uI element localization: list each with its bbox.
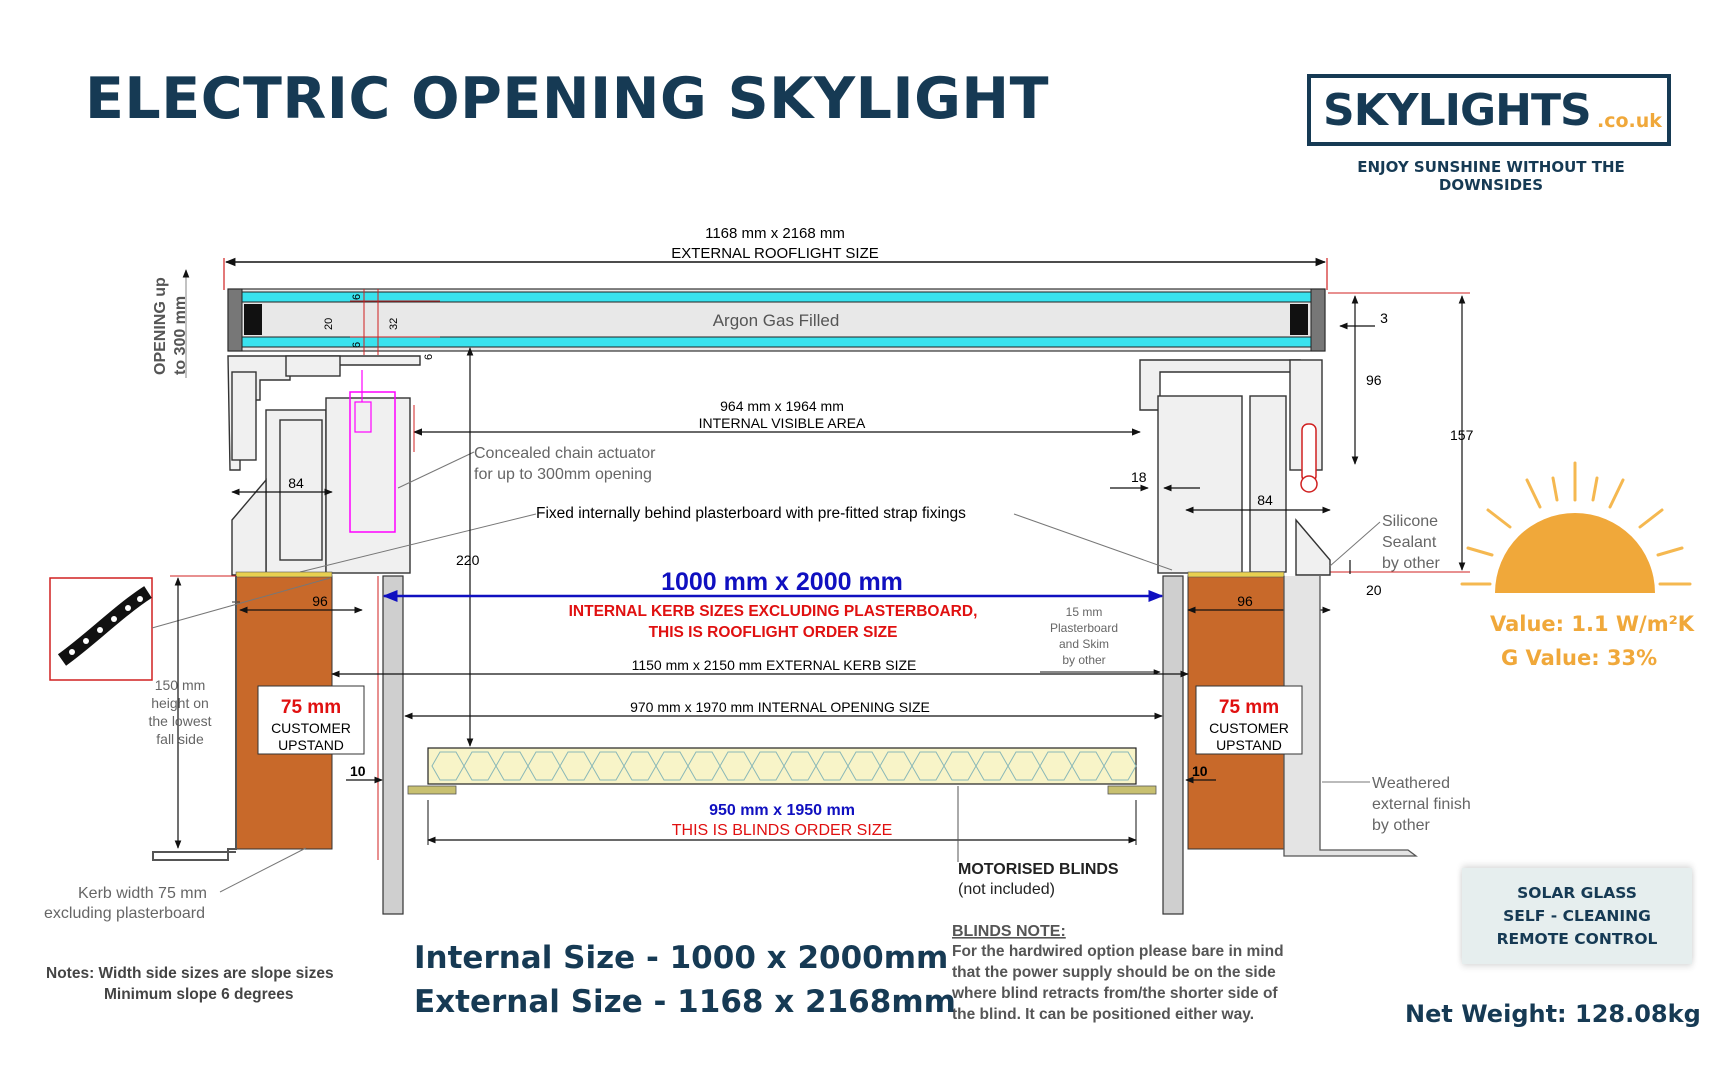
silicone-note-3: by other bbox=[1382, 555, 1440, 572]
external-rooflight-size: 1168 mm x 2168 mm bbox=[705, 225, 845, 242]
blinds-note-1: For the hardwired option please bare in … bbox=[952, 943, 1284, 960]
weathered-note-3: by other bbox=[1372, 817, 1430, 834]
notes-line-1: Notes: Width side sizes are slope sizes bbox=[46, 965, 334, 982]
blinds-order-size: THIS IS BLINDS ORDER SIZE bbox=[672, 822, 892, 839]
dim-96-kerb-right: 96 bbox=[1237, 593, 1253, 609]
dim-32: 32 bbox=[388, 318, 400, 330]
internal-visible-size: 964 mm x 1964 mm bbox=[720, 398, 844, 414]
dim-10-right: 10 bbox=[1192, 763, 1208, 779]
opening-label-1: OPENING up bbox=[152, 277, 169, 375]
height-note-1: 150 mm bbox=[155, 677, 206, 693]
internal-visible-label: INTERNAL VISIBLE AREA bbox=[699, 415, 866, 431]
dim-6-top: 6 bbox=[351, 294, 363, 300]
chain-actuator bbox=[349, 391, 396, 533]
notes-line-2: Minimum slope 6 degrees bbox=[104, 986, 294, 1003]
weathered-note-1: Weathered bbox=[1372, 775, 1450, 792]
upstand-left-label-1: CUSTOMER bbox=[271, 720, 351, 736]
kerb-width-note-1: Kerb width 75 mm bbox=[78, 885, 207, 902]
motorised-blinds-note: (not included) bbox=[958, 881, 1055, 898]
u-value: Value: 1.1 W/m²K bbox=[1490, 612, 1695, 636]
silicone-note-1: Silicone bbox=[1382, 513, 1438, 530]
actuator-note-1: Concealed chain actuator bbox=[474, 445, 656, 462]
upstand-right-label-2: UPSTAND bbox=[1216, 737, 1282, 753]
argon-gas-label: Argon Gas Filled bbox=[713, 311, 840, 330]
height-note-4: fall side bbox=[156, 731, 204, 747]
upstand-right-size: 75 mm bbox=[1219, 697, 1279, 718]
features-box: SOLAR GLASS SELF - CLEANING REMOTE CONTR… bbox=[1462, 868, 1692, 964]
blinds-note-4: the blind. It can be positioned either w… bbox=[952, 1006, 1254, 1023]
opening-label-2: to 300 mm bbox=[172, 296, 189, 375]
feature-self-cleaning: SELF - CLEANING bbox=[1503, 906, 1651, 925]
blind-cassette bbox=[427, 747, 1137, 785]
net-weight: Net Weight: 128.08kg bbox=[1405, 1000, 1701, 1028]
weathered-note-2: external finish bbox=[1372, 796, 1471, 813]
internal-size-info: Internal Size - 1000 x 2000mm bbox=[414, 940, 949, 976]
dim-10-left: 10 bbox=[350, 763, 366, 779]
motorised-blinds-label: MOTORISED BLINDS bbox=[958, 861, 1119, 878]
feature-remote-control: REMOTE CONTROL bbox=[1496, 929, 1658, 948]
glass-pane-bottom bbox=[239, 336, 1313, 348]
upstand-left-label-2: UPSTAND bbox=[278, 737, 344, 753]
plasterboard-note-4: by other bbox=[1062, 653, 1105, 667]
dim-18: 18 bbox=[1131, 469, 1147, 485]
plasterboard-note-1: 15 mm bbox=[1066, 605, 1103, 619]
dim-84-left: 84 bbox=[288, 475, 304, 491]
upstand-left-size: 75 mm bbox=[281, 697, 341, 718]
logo-wordmark: SKYLIGHTS bbox=[1323, 85, 1592, 136]
brand-logo[interactable]: SKYLIGHTS .co.uk bbox=[1307, 74, 1671, 146]
internal-opening-size: 970 mm x 1970 mm INTERNAL OPENING SIZE bbox=[630, 699, 930, 715]
plasterboard-note-2: Plasterboard bbox=[1050, 621, 1118, 635]
main-internal-size: 1000 mm x 2000 mm bbox=[661, 568, 903, 596]
fixed-note: Fixed internally behind plasterboard wit… bbox=[536, 505, 966, 522]
plasterboard-note-3: and Skim bbox=[1059, 637, 1109, 651]
page-title: ELECTRIC OPENING SKYLIGHT bbox=[85, 66, 1049, 132]
upstand-right-label-1: CUSTOMER bbox=[1209, 720, 1289, 736]
dim-84-right: 84 bbox=[1257, 492, 1273, 508]
blinds-note-title: BLINDS NOTE: bbox=[952, 923, 1066, 940]
blinds-note-3: where blind retracts from/the shorter si… bbox=[951, 985, 1278, 1002]
upstand-box-left bbox=[257, 685, 365, 755]
feature-solar-glass: SOLAR GLASS bbox=[1517, 883, 1637, 902]
kerb-note-1: INTERNAL KERB SIZES EXCLUDING PLASTERBOA… bbox=[569, 603, 978, 620]
dim-96-kerb-left: 96 bbox=[312, 593, 328, 609]
dim-220: 220 bbox=[456, 552, 480, 568]
plasterboard-right bbox=[1162, 575, 1184, 915]
dim-20-right: 20 bbox=[1366, 582, 1382, 598]
blinds-size: 950 mm x 1950 mm bbox=[709, 802, 855, 819]
height-note-2: height on bbox=[151, 695, 209, 711]
external-size-info: External Size - 1168 x 2168mm bbox=[414, 984, 956, 1020]
kerb-note-2: THIS IS ROOFLIGHT ORDER SIZE bbox=[649, 624, 898, 641]
blinds-note-2: that the power supply should be on the s… bbox=[952, 964, 1276, 981]
dim-6-mid: 6 bbox=[351, 342, 363, 348]
plasterboard-left bbox=[382, 575, 404, 915]
left-frame-profile bbox=[227, 355, 421, 576]
actuator-note-2: for up to 300mm opening bbox=[474, 466, 652, 483]
dim-6-low: 6 bbox=[423, 354, 435, 360]
external-rooflight-label: EXTERNAL ROOFLIGHT SIZE bbox=[671, 245, 879, 262]
dim-96-right: 96 bbox=[1366, 372, 1382, 388]
kerb-width-note-2: excluding plasterboard bbox=[44, 905, 205, 922]
brand-tagline: ENJOY SUNSHINE WITHOUT THE DOWNSIDES bbox=[1357, 158, 1625, 194]
dim-20: 20 bbox=[323, 318, 335, 330]
dim-157: 157 bbox=[1450, 427, 1474, 443]
external-kerb-size: 1150 mm x 2150 mm EXTERNAL KERB SIZE bbox=[632, 657, 917, 673]
silicone-note-2: Sealant bbox=[1382, 534, 1437, 551]
g-value: G Value: 33% bbox=[1501, 646, 1658, 670]
logo-suffix: .co.uk bbox=[1597, 110, 1662, 132]
height-note-3: the lowest bbox=[148, 713, 211, 729]
upstand-box-right bbox=[1195, 685, 1303, 755]
dim-3: 3 bbox=[1380, 310, 1388, 326]
sun-icon bbox=[1460, 461, 1692, 593]
